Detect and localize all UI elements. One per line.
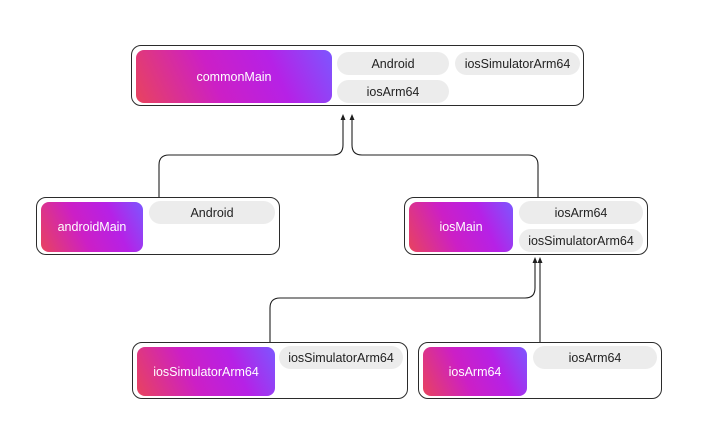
arrowhead-iosMain-to-commonMain xyxy=(349,114,355,120)
target-pill-iosSimulatorArm64: iosSimulatorArm64 xyxy=(279,346,403,369)
arrowhead-iosSimulatorArm64-to-iosMain xyxy=(532,257,538,263)
target-pill-iosSimulatorArm64: iosSimulatorArm64 xyxy=(455,52,580,75)
edge-iosSimulatorArm64-to-iosMain xyxy=(269,262,536,342)
arrowhead-androidMain-to-commonMain xyxy=(340,114,346,120)
target-pill-android: Android xyxy=(149,201,275,224)
node-iosMain: iosMain iosArm64 iosSimulatorArm64 xyxy=(404,197,648,255)
source-set-label: iosSimulatorArm64 xyxy=(137,347,275,396)
target-pill-iosArm64: iosArm64 xyxy=(533,346,657,369)
target-pill-android: Android xyxy=(337,52,449,75)
edge-iosMain-to-commonMain xyxy=(351,119,539,197)
target-pill-iosArm64: iosArm64 xyxy=(519,201,643,224)
arrowhead-iosArm64-to-iosMain xyxy=(537,257,543,263)
target-pill-iosSimulatorArm64: iosSimulatorArm64 xyxy=(519,229,643,252)
edge-androidMain-to-commonMain xyxy=(158,119,344,197)
source-set-label: iosMain xyxy=(409,202,513,252)
source-set-label: iosArm64 xyxy=(423,347,527,396)
node-commonMain: commonMain Android iosSimulatorArm64 ios… xyxy=(131,45,584,106)
source-set-label: commonMain xyxy=(136,50,332,103)
target-pill-iosArm64: iosArm64 xyxy=(337,80,449,103)
node-androidMain: androidMain Android xyxy=(36,197,280,255)
source-set-label: androidMain xyxy=(41,202,143,252)
node-iosSimulatorArm64: iosSimulatorArm64 iosSimulatorArm64 xyxy=(132,342,408,399)
node-iosArm64: iosArm64 iosArm64 xyxy=(418,342,662,399)
